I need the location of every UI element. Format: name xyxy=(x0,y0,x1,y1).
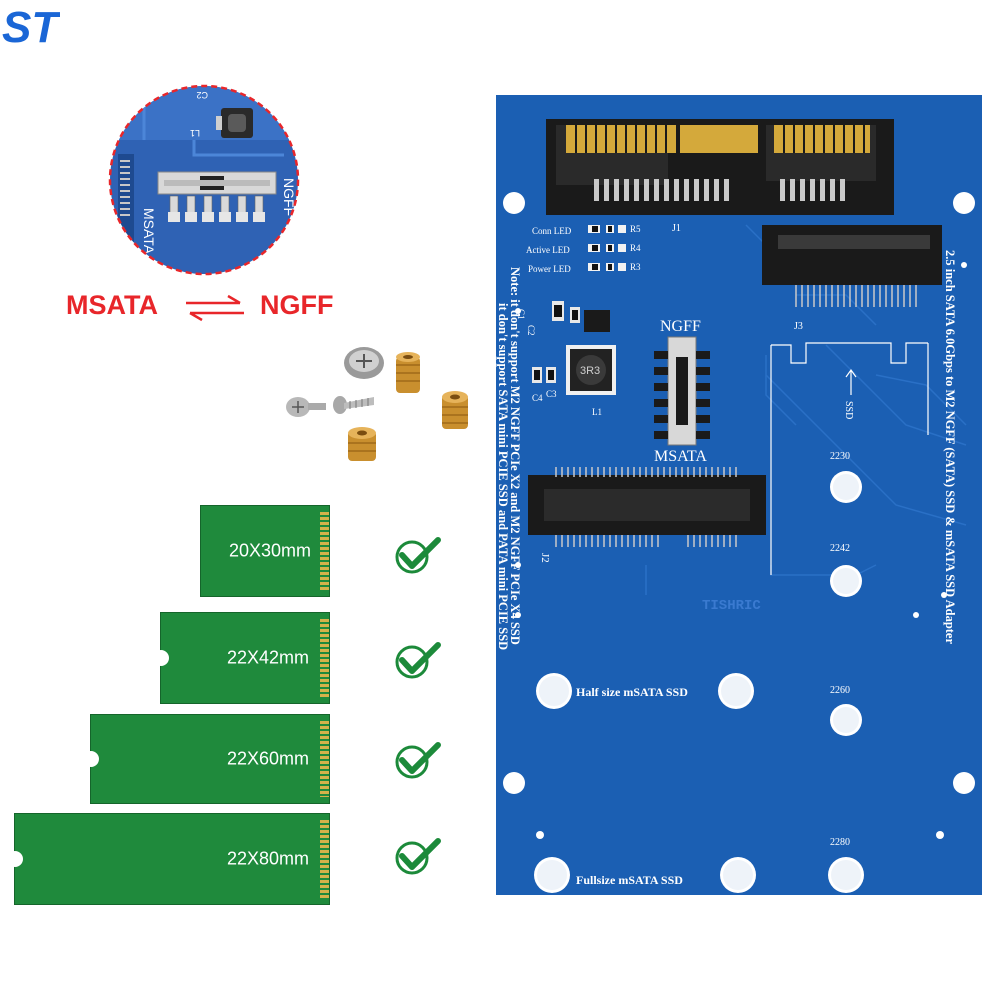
standoff-label-2260: 2260 xyxy=(830,685,850,696)
brand-logo-text: ST xyxy=(2,4,60,48)
ssd-size-label: 22X42mm xyxy=(226,647,309,668)
checkmark-icon xyxy=(395,642,441,679)
component-label-c2: C2 xyxy=(526,325,536,336)
screws-and-standoffs xyxy=(286,347,468,461)
component-label-c3: C3 xyxy=(546,389,557,399)
inductor-marking: 3R3 xyxy=(580,365,600,377)
checkmark-icon xyxy=(395,838,441,875)
brass-standoff-icon xyxy=(348,427,376,461)
led-label-power: Power LED xyxy=(528,264,571,274)
ssd-card-2260: 22X60mm xyxy=(83,714,330,804)
switch-label-ngff: NGFF xyxy=(660,318,701,335)
inset-label-msata: MSATA xyxy=(141,208,157,255)
resistor-label-r3: R3 xyxy=(630,262,641,272)
mode-label-msata: MSATA xyxy=(66,290,158,320)
checkmark-icon xyxy=(395,742,441,779)
connector-label-j2: J2 xyxy=(539,553,551,563)
inset-silk-l1: L1 xyxy=(190,128,200,138)
ssd-direction-label: SSD xyxy=(843,401,854,419)
checkmark-icon xyxy=(395,537,441,574)
connector-label-j1: J1 xyxy=(672,223,681,234)
note-line-2: it don't support SATA mini PCIE SSD and … xyxy=(496,303,510,650)
ssd-size-label: 22X80mm xyxy=(226,848,309,869)
flat-head-screw-icon xyxy=(333,396,374,414)
standoff-label-2242: 2242 xyxy=(830,543,850,554)
component-label-c4: C4 xyxy=(532,393,543,403)
board-note: Note: it don't support M2 NGFF PCIe X2 a… xyxy=(496,267,522,650)
ssd-card-2242: 22X42mm xyxy=(153,612,330,704)
inset-label-ngff: NGFF xyxy=(281,178,297,216)
led-label-active: Active LED xyxy=(526,245,570,255)
inset-silk-c2: C2 xyxy=(196,90,208,100)
bidirectional-arrows-icon xyxy=(186,294,244,322)
full-size-msata-label: Fullsize mSATA SSD xyxy=(576,873,683,887)
standoff-label-2230: 2230 xyxy=(830,451,850,462)
resistor-label-r4: R4 xyxy=(630,243,641,253)
brand-silkscreen: TISHRIC xyxy=(702,598,761,614)
mode-switch-caption: MSATA NGFF xyxy=(66,288,346,328)
flat-head-screw-icon xyxy=(286,397,326,417)
half-size-msata-label: Half size mSATA SSD xyxy=(576,685,688,699)
adapter-board: J1 Conn LED Active LED Power LED R5 R4 R… xyxy=(496,95,982,895)
resistor-label-r5: R5 xyxy=(630,224,641,234)
ssd-size-label: 20X30mm xyxy=(228,540,311,561)
led-indicators: Conn LED Active LED Power LED R5 R4 R3 xyxy=(526,224,641,274)
switch-closeup-inset: MSATA NGFF C2 L1 xyxy=(108,84,300,276)
ssd-card-2280: 22X80mm xyxy=(7,813,330,905)
led-label-conn: Conn LED xyxy=(532,226,572,236)
switch-label-msata: MSATA xyxy=(654,448,707,465)
brass-standoff-icon xyxy=(442,391,468,429)
brass-standoff-icon xyxy=(396,352,420,393)
brand-logo: ST xyxy=(2,4,60,48)
ssd-card-2230: 20X30mm xyxy=(200,505,330,597)
component-label-l1: L1 xyxy=(592,407,602,417)
pan-head-screw-icon xyxy=(344,347,384,379)
mode-label-ngff: NGFF xyxy=(260,290,334,320)
connector-label-j3: J3 xyxy=(794,321,803,332)
component-label-c1: C1 xyxy=(516,309,526,320)
note-line-1: Note: it don't support M2 NGFF PCIe X2 a… xyxy=(508,267,522,645)
board-title: 2.5 inch SATA 6.0Gbps to M2 NGFF (SATA) … xyxy=(943,250,957,644)
standoff-label-2280: 2280 xyxy=(830,837,850,848)
ssd-size-label: 22X60mm xyxy=(226,748,309,769)
